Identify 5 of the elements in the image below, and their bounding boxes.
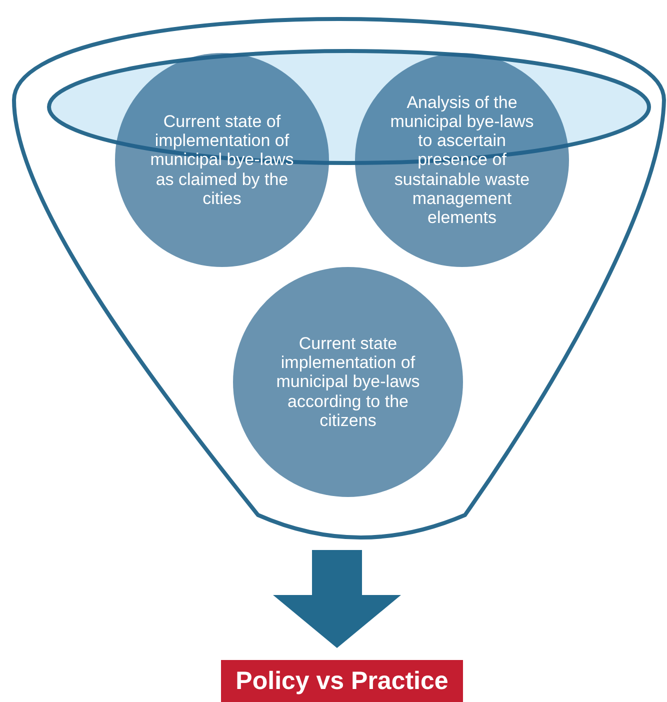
circle-text: Analysis of the municipal bye-laws to ascertain presence of sustainable waste management elements [389, 93, 535, 227]
circle-text: Current state implementation of municipal bye-laws according to the citizens [275, 334, 421, 430]
title-banner: Policy vs Practice [221, 660, 463, 702]
circle-text: Current state of implementation of municipal bye-laws as claimed by the cities [149, 112, 295, 208]
block-arrow [273, 550, 401, 648]
